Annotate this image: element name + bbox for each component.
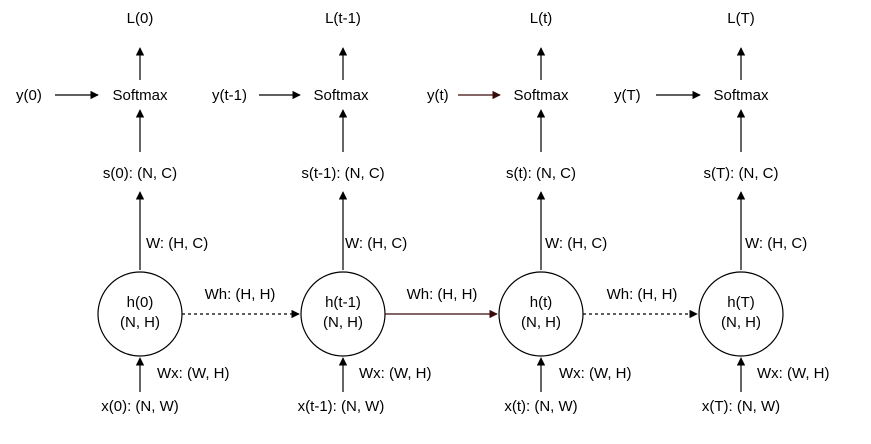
recurrent-edge-0: Wh: (H, H) <box>182 286 300 319</box>
hidden-state-name: h(T) <box>727 294 755 311</box>
hidden-state-name: h(t-1) <box>325 294 361 311</box>
wh-label: Wh: (H, H) <box>607 286 678 303</box>
target-label: y(t) <box>427 87 449 104</box>
loss-label: L(T) <box>727 10 755 27</box>
wx-label: Wx: (W, H) <box>559 365 631 382</box>
timestep-column-0: L(0) Softmax y(0) s(0): (N, C) W: (H, C)… <box>16 10 229 415</box>
w-label: W: (H, C) <box>745 235 807 252</box>
softmax-label: Softmax <box>713 87 769 104</box>
w-label: W: (H, C) <box>146 235 208 252</box>
score-label: s(0): (N, C) <box>103 165 177 182</box>
softmax-label: Softmax <box>513 87 569 104</box>
timestep-column-2: L(t) Softmax y(t) s(t): (N, C) W: (H, C)… <box>427 10 631 415</box>
hidden-state-node <box>698 271 784 357</box>
recurrent-edge-1: Wh: (H, H) <box>385 286 498 319</box>
loss-label: L(t) <box>530 10 553 27</box>
loss-label: L(0) <box>127 10 154 27</box>
hidden-state-shape: (N, H) <box>120 314 160 331</box>
input-label: x(t-1): (N, W) <box>298 398 385 415</box>
score-label: s(t): (N, C) <box>506 165 576 182</box>
target-label: y(T) <box>614 87 641 104</box>
input-label: x(T): (N, W) <box>702 398 780 415</box>
hidden-state-shape: (N, H) <box>521 314 561 331</box>
wx-label: Wx: (W, H) <box>359 365 431 382</box>
timestep-column-3: L(T) Softmax y(T) s(T): (N, C) W: (H, C)… <box>614 10 829 415</box>
score-label: s(t-1): (N, C) <box>301 165 384 182</box>
recurrent-edge-2: Wh: (H, H) <box>583 286 698 319</box>
hidden-state-name: h(0) <box>127 294 154 311</box>
target-label: y(0) <box>16 87 42 104</box>
softmax-label: Softmax <box>112 87 168 104</box>
input-label: x(0): (N, W) <box>101 398 178 415</box>
input-label: x(t): (N, W) <box>504 398 577 415</box>
wx-label: Wx: (W, H) <box>757 365 829 382</box>
score-label: s(T): (N, C) <box>704 165 779 182</box>
hidden-state-shape: (N, H) <box>323 314 363 331</box>
target-label: y(t-1) <box>212 87 247 104</box>
timestep-column-1: L(t-1) Softmax y(t-1) s(t-1): (N, C) W: … <box>212 10 431 415</box>
wx-label: Wx: (W, H) <box>157 365 229 382</box>
wh-label: Wh: (H, H) <box>205 286 276 303</box>
w-label: W: (H, C) <box>345 235 407 252</box>
hidden-state-shape: (N, H) <box>721 314 761 331</box>
softmax-label: Softmax <box>313 87 369 104</box>
wh-label: Wh: (H, H) <box>407 286 478 303</box>
hidden-state-name: h(t) <box>530 294 553 311</box>
w-label: W: (H, C) <box>545 235 607 252</box>
loss-label: L(t-1) <box>325 10 361 27</box>
